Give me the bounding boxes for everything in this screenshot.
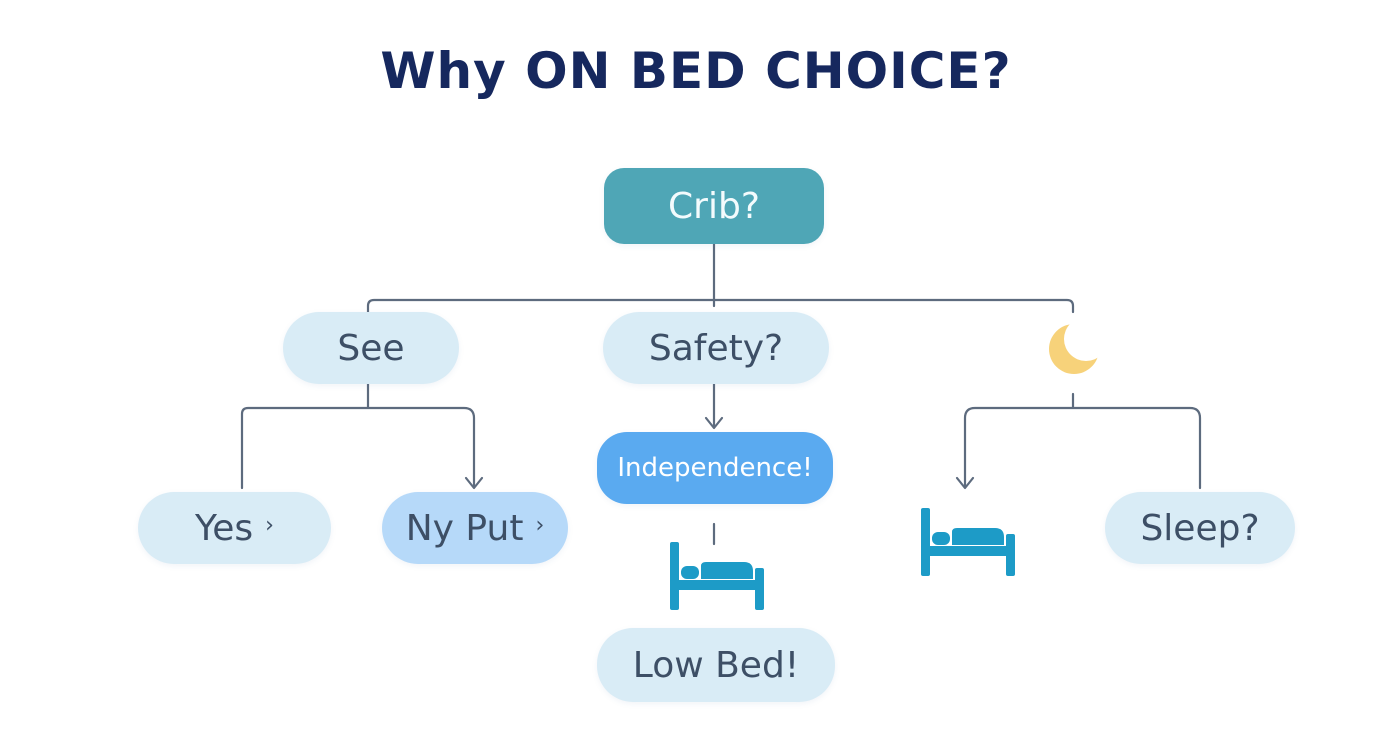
bed-icon (921, 508, 1015, 576)
ny-put-node[interactable]: Ny Put › (382, 492, 568, 564)
bed-icon (670, 542, 764, 610)
independence-node[interactable]: Independence! (597, 432, 833, 504)
chevron-right-icon: › (535, 512, 545, 538)
chevron-right-icon: › (265, 512, 274, 538)
diagram-title: Why ON BED CHOICE? (380, 42, 1012, 100)
arrow-ny-put (464, 476, 484, 490)
see-node[interactable]: See (283, 312, 459, 384)
safety-node[interactable]: Safety? (603, 312, 829, 384)
low-bed-node[interactable]: Low Bed! (597, 628, 835, 702)
ny-put-label: Ny Put (405, 507, 524, 549)
connector-bus (366, 298, 1075, 314)
yes-node[interactable]: Yes › (138, 492, 331, 564)
crib-node[interactable]: Crib? (604, 168, 824, 244)
arrow-independence (704, 416, 724, 430)
arrow-bed-right (955, 476, 975, 490)
moon-icon (1049, 318, 1106, 374)
sleep-node[interactable]: Sleep? (1105, 492, 1295, 564)
connector-moon-branch (963, 392, 1202, 490)
connector-see-branch (240, 382, 476, 490)
yes-label: Yes (195, 507, 254, 549)
